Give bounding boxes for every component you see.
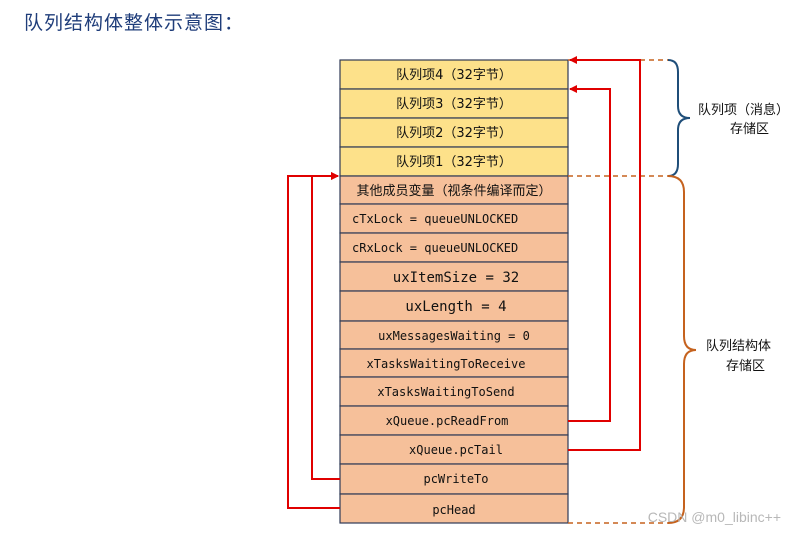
message-item-1-label: 队列项1（32字节） (396, 155, 512, 170)
struct-row-pcreadfrom (339, 405, 569, 436)
struct-row-waiting-receive-label: xTasksWaitingToReceive (367, 357, 526, 371)
struct-row-other-label: 其他成员变量（视条件编译而定） (356, 183, 551, 199)
struct-row-pcreadfrom-label: xQueue.pcReadFrom (386, 414, 509, 428)
message-storage-label-line2: 存储区 (730, 122, 769, 137)
message-item-2-label: 队列项2（32字节） (396, 126, 512, 141)
pointer-arrow-pcwriteto (311, 172, 340, 480)
struct-storage-label-line1: 队列结构体 (706, 339, 771, 354)
struct-row-waiting-send (339, 376, 569, 407)
struct-row-pcwriteto (339, 463, 569, 495)
struct-row-itemsize (339, 261, 569, 292)
struct-row-ctxlock-label: cTxLock = queueUNLOCKED (352, 212, 518, 226)
pointer-arrow-pctail (568, 56, 641, 451)
struct-row-pchead-label: pcHead (432, 503, 475, 517)
struct-row-pchead (339, 493, 569, 524)
struct-row-pctail (339, 434, 569, 465)
struct-rows: 其他成员变量（视条件编译而定） cTxLock = queueUNLOCKED … (339, 175, 569, 524)
message-item-4-label: 队列项4（32字节） (396, 68, 512, 83)
message-item-2 (339, 117, 569, 148)
struct-row-crxlock (339, 232, 569, 263)
struct-row-waiting-send-label: xTasksWaitingToSend (377, 385, 514, 399)
struct-row-itemsize-label: uxItemSize = 32 (393, 270, 519, 286)
pointer-arrow-pchead (287, 172, 340, 509)
pointer-arrow-pcreadfrom (568, 85, 611, 422)
page-title: 队列结构体整体示意图： (24, 12, 245, 34)
struct-row-messages-waiting-label: uxMessagesWaiting = 0 (378, 329, 530, 343)
message-items: 队列项4（32字节） 队列项3（32字节） 队列项2（32字节） 队列项1（32… (339, 59, 569, 177)
struct-row-waiting-receive (339, 348, 569, 378)
message-item-4 (339, 59, 569, 90)
struct-row-pcwriteto-label: pcWriteTo (423, 472, 488, 486)
struct-row-crxlock-label: cRxLock = queueUNLOCKED (352, 241, 518, 255)
struct-row-length-label: uxLength = 4 (405, 299, 506, 315)
message-item-3-label: 队列项3（32字节） (396, 97, 512, 112)
struct-row-pctail-label: xQueue.pcTail (409, 443, 503, 457)
message-storage-brace (667, 59, 691, 177)
struct-storage-label-line2: 存储区 (726, 359, 765, 374)
watermark: CSDN @m0_libinc++ (647, 509, 781, 525)
message-item-1 (339, 146, 569, 177)
struct-storage-brace (667, 175, 697, 524)
message-storage-label-line1: 队列项（消息） (698, 102, 789, 118)
struct-row-length (339, 290, 569, 322)
struct-row-ctxlock (339, 203, 569, 234)
